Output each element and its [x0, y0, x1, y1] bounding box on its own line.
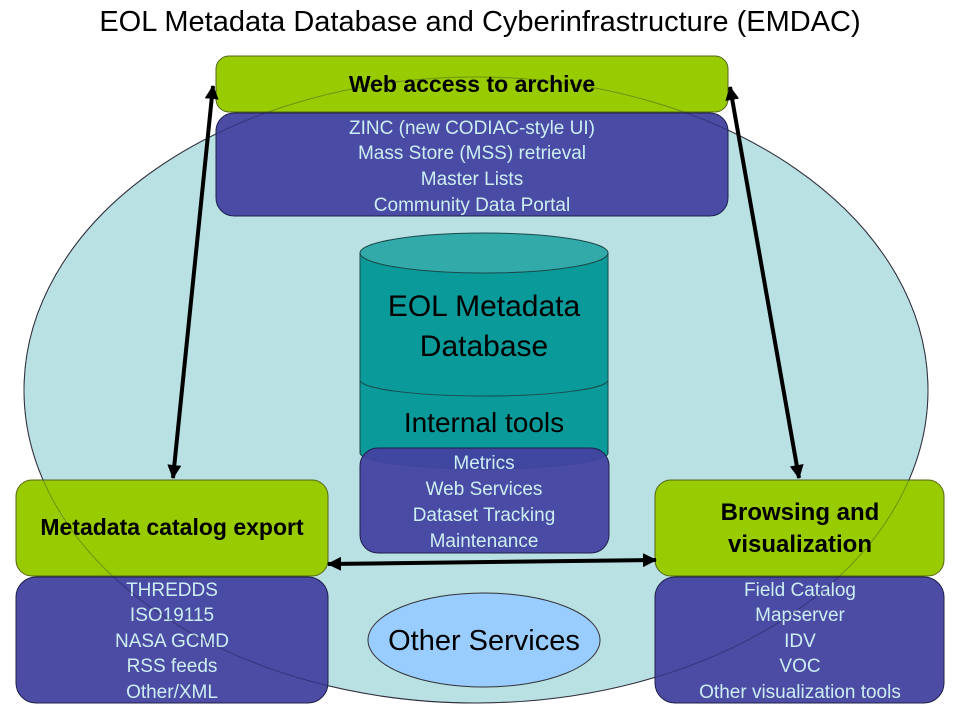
database-section-divider — [359, 379, 609, 397]
web-access-group: Web access to archive ZINC (new CODIAC-s… — [215, 55, 729, 217]
catalog-export-list-box — [15, 576, 329, 704]
database-label-line-2: Database — [420, 330, 548, 363]
internal-tool-item: Maintenance — [430, 531, 539, 552]
catalog-export-heading: Metadata catalog export — [40, 514, 304, 540]
web-access-item: Mass Store (MSS) retrieval — [358, 143, 586, 164]
internal-tools-box-bg — [359, 447, 610, 554]
database-cylinder-body-fill — [361, 253, 607, 453]
browsing-item: VOC — [779, 656, 820, 677]
catalog-export-item: NASA GCMD — [115, 631, 229, 652]
browsing-item: IDV — [784, 631, 816, 652]
browsing-item: Mapserver — [755, 605, 845, 626]
web-access-item: Community Data Portal — [374, 195, 570, 216]
internal-tools-box: Metrics Web Services Dataset Tracking Ma… — [359, 447, 610, 554]
database-label-line-1: EOL Metadata — [388, 290, 581, 323]
internal-tools-label: Internal tools — [404, 407, 564, 438]
internal-tool-item: Metrics — [453, 453, 514, 474]
catalog-export-item: ISO19115 — [130, 605, 214, 626]
catalog-export-group: Metadata catalog export THREDDS ISO19115… — [15, 479, 329, 704]
diagram-title: EOL Metadata Database and Cyberinfrastru… — [99, 6, 860, 38]
browsing-heading-line-1: Browsing and — [721, 499, 880, 526]
browsing-item: Field Catalog — [744, 580, 856, 601]
catalog-export-item: Other/XML — [126, 682, 218, 703]
web-access-heading-box — [215, 55, 729, 113]
catalog-export-item: THREDDS — [126, 580, 218, 601]
web-access-heading: Web access to archive — [349, 71, 595, 97]
other-services-ellipse — [367, 592, 601, 688]
browsing-item: Other visualization tools — [699, 682, 901, 703]
cyberinfrastructure-ellipse-outline — [23, 76, 929, 704]
arrow-catalog-export-browsing — [327, 553, 657, 571]
internal-tool-item: Dataset Tracking — [413, 505, 556, 526]
database-cylinder-top — [359, 232, 609, 274]
metadata-database-cylinder: EOL Metadata Database Internal tools — [359, 232, 609, 470]
arrow-web-access-browsing — [725, 86, 804, 479]
browsing-list-box — [654, 576, 945, 704]
other-services-label: Other Services — [388, 625, 580, 657]
web-access-item: Master Lists — [421, 169, 523, 190]
browsing-heading-line-2: visualization — [728, 531, 872, 558]
browsing-group: Browsing and visualization Field Catalog… — [654, 479, 945, 704]
web-access-item: ZINC (new CODIAC-style UI) — [349, 118, 595, 139]
browsing-heading-box — [654, 479, 945, 577]
catalog-export-item: RSS feeds — [127, 656, 218, 677]
internal-tool-item: Web Services — [426, 479, 543, 500]
arrow-web-access-catalog-export — [167, 85, 219, 479]
catalog-export-heading-box — [15, 479, 329, 577]
other-services-node: Other Services — [367, 592, 601, 688]
